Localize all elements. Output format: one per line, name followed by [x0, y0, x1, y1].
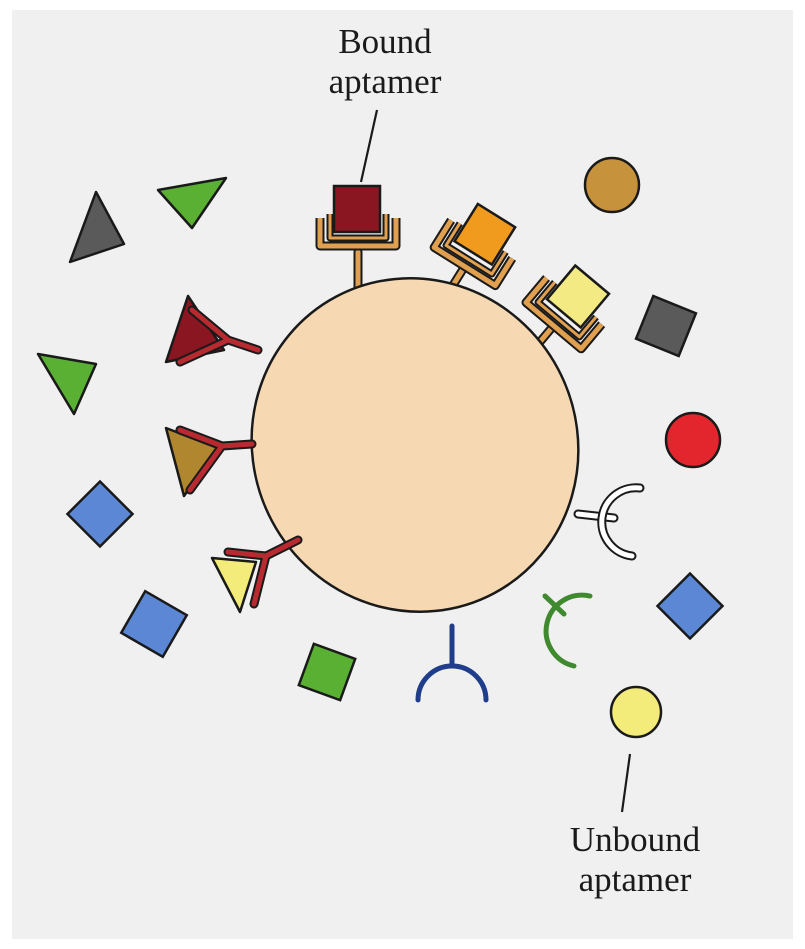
- unbound-label-leader: [622, 754, 630, 812]
- unbound-aptamer-label: Unbound aptamer: [540, 820, 730, 900]
- bound-label-leader: [361, 110, 377, 182]
- bound-aptamer-olive-triangle: [166, 428, 252, 496]
- unbound-aptamer-blue: [418, 626, 486, 700]
- bound-aptamer-dark-red-triangle: [166, 296, 258, 362]
- bound-aptamer-label-line2: aptamer: [305, 62, 465, 102]
- bound-aptamer-label: Bound aptamer: [305, 22, 465, 102]
- free-target-tan-circle: [585, 158, 639, 212]
- free-target-blue-square-left: [67, 481, 132, 546]
- free-target-green-square: [299, 644, 355, 700]
- free-target-yellow-circle: [611, 687, 661, 737]
- free-target-red-circle: [666, 413, 720, 467]
- bound-aptamer-dark-red-square: [320, 186, 396, 292]
- free-target-green-triangle-top: [158, 178, 226, 228]
- free-target-blue-square-bottom: [121, 591, 187, 657]
- bound-aptamer-label-line1: Bound: [305, 22, 465, 62]
- unbound-aptamer-label-line2: aptamer: [540, 860, 730, 900]
- free-target-gray-triangle: [70, 192, 124, 262]
- unbound-aptamer-green: [545, 595, 590, 666]
- unbound-aptamer-white: [578, 488, 640, 556]
- free-target-green-triangle-left: [38, 354, 96, 414]
- free-target-blue-square-right: [657, 573, 722, 638]
- free-target-gray-square: [636, 296, 696, 356]
- bound-aptamer-yellow-triangle: [212, 540, 298, 612]
- unbound-aptamer-label-line1: Unbound: [540, 820, 730, 860]
